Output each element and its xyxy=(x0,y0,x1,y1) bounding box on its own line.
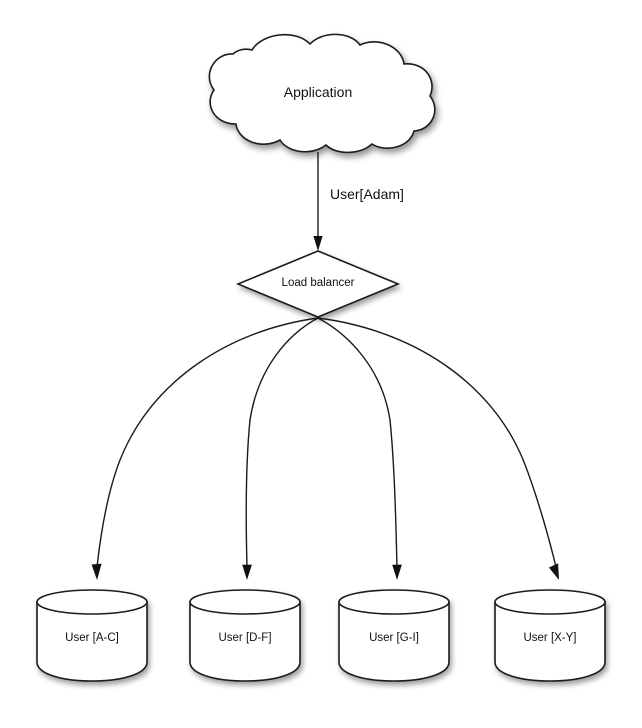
database-cylinder-icon-0 xyxy=(36,589,148,682)
database-cylinder-icon-1 xyxy=(189,589,301,682)
edge-load-balancer-to-db-1 xyxy=(242,317,319,580)
edge-load-balancer-to-db-0 xyxy=(91,317,319,580)
edge-load-balancer-to-db-2 xyxy=(317,317,402,580)
database-cylinder-icon-2 xyxy=(338,589,450,682)
edge-application-to-load-balancer xyxy=(313,152,323,251)
diamond-decision-icon xyxy=(235,250,401,318)
database-cylinder-icon-3 xyxy=(494,589,606,682)
cloud-icon xyxy=(208,33,436,154)
edge-load-balancer-to-db-3 xyxy=(317,317,559,580)
